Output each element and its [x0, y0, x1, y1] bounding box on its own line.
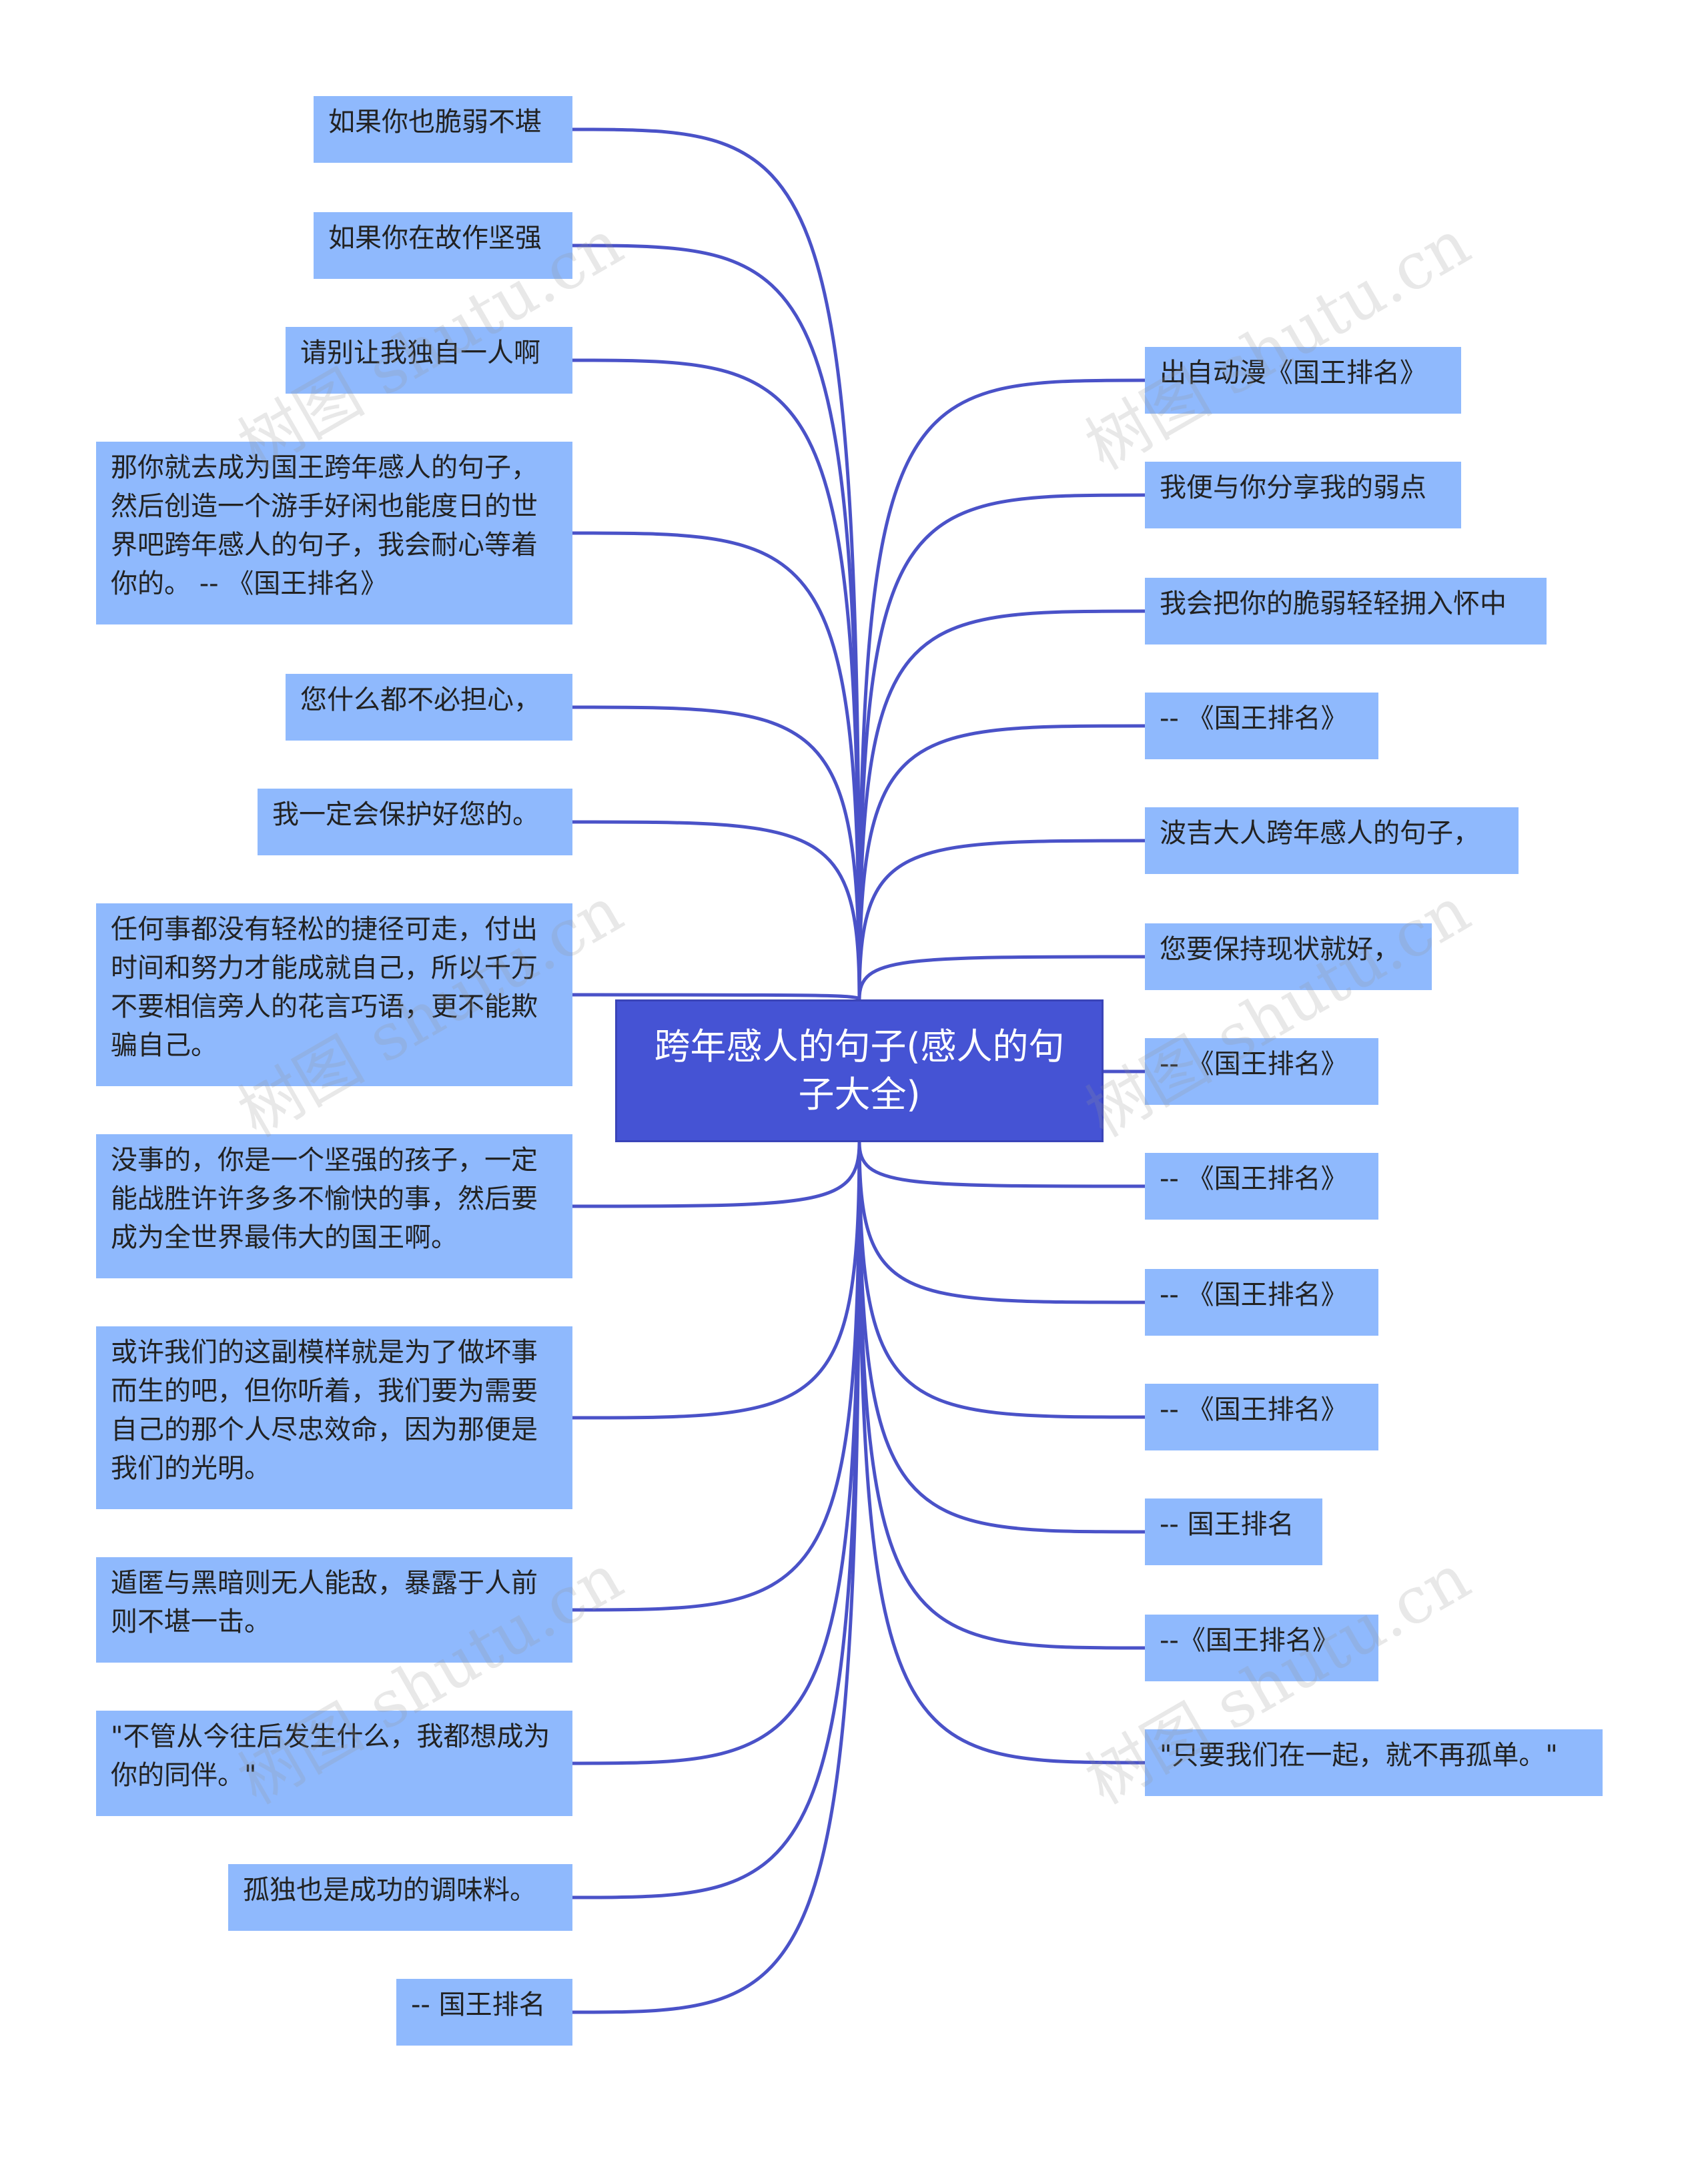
connector-right-12 [857, 1142, 1146, 1650]
right-node-7[interactable]: -- 《国王排名》 [1145, 1038, 1378, 1105]
node-label: "只要我们在一起，就不再孤单。" [1160, 1740, 1558, 1771]
right-node-4[interactable]: -- 《国王排名》 [1145, 693, 1378, 759]
left-node-11[interactable]: "不管从今往后发生什么，我都想成为你的同伴。" [96, 1711, 572, 1816]
connector-left-9 [572, 1142, 861, 1420]
left-node-5[interactable]: 您什么都不必担心， [286, 674, 572, 741]
node-label: 我一定会保护好您的。 [272, 799, 539, 830]
node-label: 请别让我独自一人啊 [300, 338, 540, 368]
left-node-9[interactable]: 或许我们的这副模样就是为了做坏事而生的吧，但你听着，我们要为需要自己的那个人尽忠… [96, 1326, 572, 1509]
right-node-11[interactable]: -- 国王排名 [1145, 1498, 1322, 1565]
node-label: 遁匿与黑暗则无人能敌，暴露于人前则不堪一击。 [111, 1568, 538, 1637]
node-label: -- 《国王排名》 [1160, 1049, 1348, 1080]
right-node-3[interactable]: 我会把你的脆弱轻轻拥入怀中 [1145, 578, 1547, 644]
left-node-2[interactable]: 如果你在故作坚强 [314, 212, 572, 279]
connector-left-5 [572, 705, 861, 1000]
connector-right-4 [857, 724, 1146, 1000]
right-node-6[interactable]: 您要保持现状就好， [1145, 923, 1432, 990]
connector-right-6 [857, 955, 1146, 1000]
left-node-13[interactable]: -- 国王排名 [396, 1979, 572, 2046]
left-node-4[interactable]: 那你就去成为国王跨年感人的句子，然后创造一个游手好闲也能度日的世界吧跨年感人的句… [96, 442, 572, 624]
left-node-7[interactable]: 任何事都没有轻松的捷径可走，付出时间和努力才能成就自己，所以千万不要相信旁人的花… [96, 903, 572, 1086]
right-node-2[interactable]: 我便与你分享我的弱点 [1145, 462, 1461, 528]
connector-left-13 [572, 1142, 861, 2014]
node-label: -- 国王排名 [411, 1990, 546, 2020]
connector-left-7 [572, 993, 861, 1001]
left-node-8[interactable]: 没事的，你是一个坚强的孩子，一定能战胜许许多多不愉快的事，然后要成为全世界最伟大… [96, 1134, 572, 1278]
connector-right-9 [857, 1142, 1146, 1304]
node-label: -- 《国王排名》 [1160, 1394, 1348, 1425]
node-label: 如果你在故作坚强 [328, 223, 542, 254]
connector-left-11 [572, 1142, 861, 1765]
central-topic[interactable]: 跨年感人的句子(感人的句子大全) [615, 999, 1104, 1142]
connector-right-8 [857, 1142, 1146, 1188]
node-label: -- 《国王排名》 [1160, 703, 1348, 734]
node-label: -- 国王排名 [1160, 1509, 1294, 1540]
right-node-10[interactable]: -- 《国王排名》 [1145, 1384, 1378, 1450]
node-label: 波吉大人跨年感人的句子， [1160, 818, 1480, 849]
connector-right-1 [857, 378, 1146, 1000]
node-label: 没事的，你是一个坚强的孩子，一定能战胜许许多多不愉快的事，然后要成为全世界最伟大… [111, 1145, 538, 1253]
left-node-6[interactable]: 我一定会保护好您的。 [258, 789, 572, 855]
node-label: 我会把你的脆弱轻轻拥入怀中 [1160, 588, 1507, 619]
connector-left-4 [572, 531, 861, 1000]
right-node-8[interactable]: -- 《国王排名》 [1145, 1153, 1378, 1220]
connector-left-2 [572, 244, 861, 1000]
node-label: -- 《国王排名》 [1160, 1280, 1348, 1310]
connector-right-3 [857, 609, 1146, 1000]
node-label: 您什么都不必担心， [300, 685, 540, 715]
right-node-5[interactable]: 波吉大人跨年感人的句子， [1145, 807, 1519, 874]
node-label: 孤独也是成功的调味料。 [243, 1875, 536, 1905]
node-label: -- 《国王排名》 [1160, 1164, 1348, 1194]
node-label: 我便与你分享我的弱点 [1160, 472, 1426, 503]
connector-left-12 [572, 1142, 861, 1899]
left-node-1[interactable]: 如果你也脆弱不堪 [314, 96, 572, 163]
connector-left-8 [572, 1142, 861, 1208]
node-label: --《国王排名》 [1160, 1625, 1339, 1656]
connector-right-11 [857, 1142, 1146, 1534]
left-node-3[interactable]: 请别让我独自一人啊 [286, 327, 572, 394]
connector-right-2 [857, 493, 1146, 1000]
connector-right-5 [857, 839, 1146, 1000]
connector-left-3 [572, 358, 861, 1000]
node-label: 出自动漫《国王排名》 [1160, 358, 1426, 388]
node-label: 任何事都没有轻松的捷径可走，付出时间和努力才能成就自己，所以千万不要相信旁人的花… [111, 914, 538, 1061]
connector-right-13 [857, 1142, 1146, 1765]
node-label: 或许我们的这副模样就是为了做坏事而生的吧，但你听着，我们要为需要自己的那个人尽忠… [111, 1337, 538, 1484]
node-label: 那你就去成为国王跨年感人的句子，然后创造一个游手好闲也能度日的世界吧跨年感人的句… [111, 452, 538, 599]
node-label: "不管从今往后发生什么，我都想成为你的同伴。" [111, 1721, 550, 1791]
right-node-1[interactable]: 出自动漫《国王排名》 [1145, 347, 1461, 414]
right-node-9[interactable]: -- 《国王排名》 [1145, 1269, 1378, 1336]
connector-left-6 [572, 820, 861, 1000]
right-node-13[interactable]: "只要我们在一起，就不再孤单。" [1145, 1729, 1603, 1796]
right-node-12[interactable]: --《国王排名》 [1145, 1615, 1378, 1681]
central-topic-label: 跨年感人的句子(感人的句子大全) [654, 1025, 1065, 1116]
connector-left-1 [572, 127, 861, 1000]
node-label: 您要保持现状就好， [1160, 934, 1400, 965]
node-label: 如果你也脆弱不堪 [328, 107, 542, 137]
left-node-12[interactable]: 孤独也是成功的调味料。 [228, 1864, 572, 1931]
left-node-10[interactable]: 遁匿与黑暗则无人能敌，暴露于人前则不堪一击。 [96, 1557, 572, 1663]
